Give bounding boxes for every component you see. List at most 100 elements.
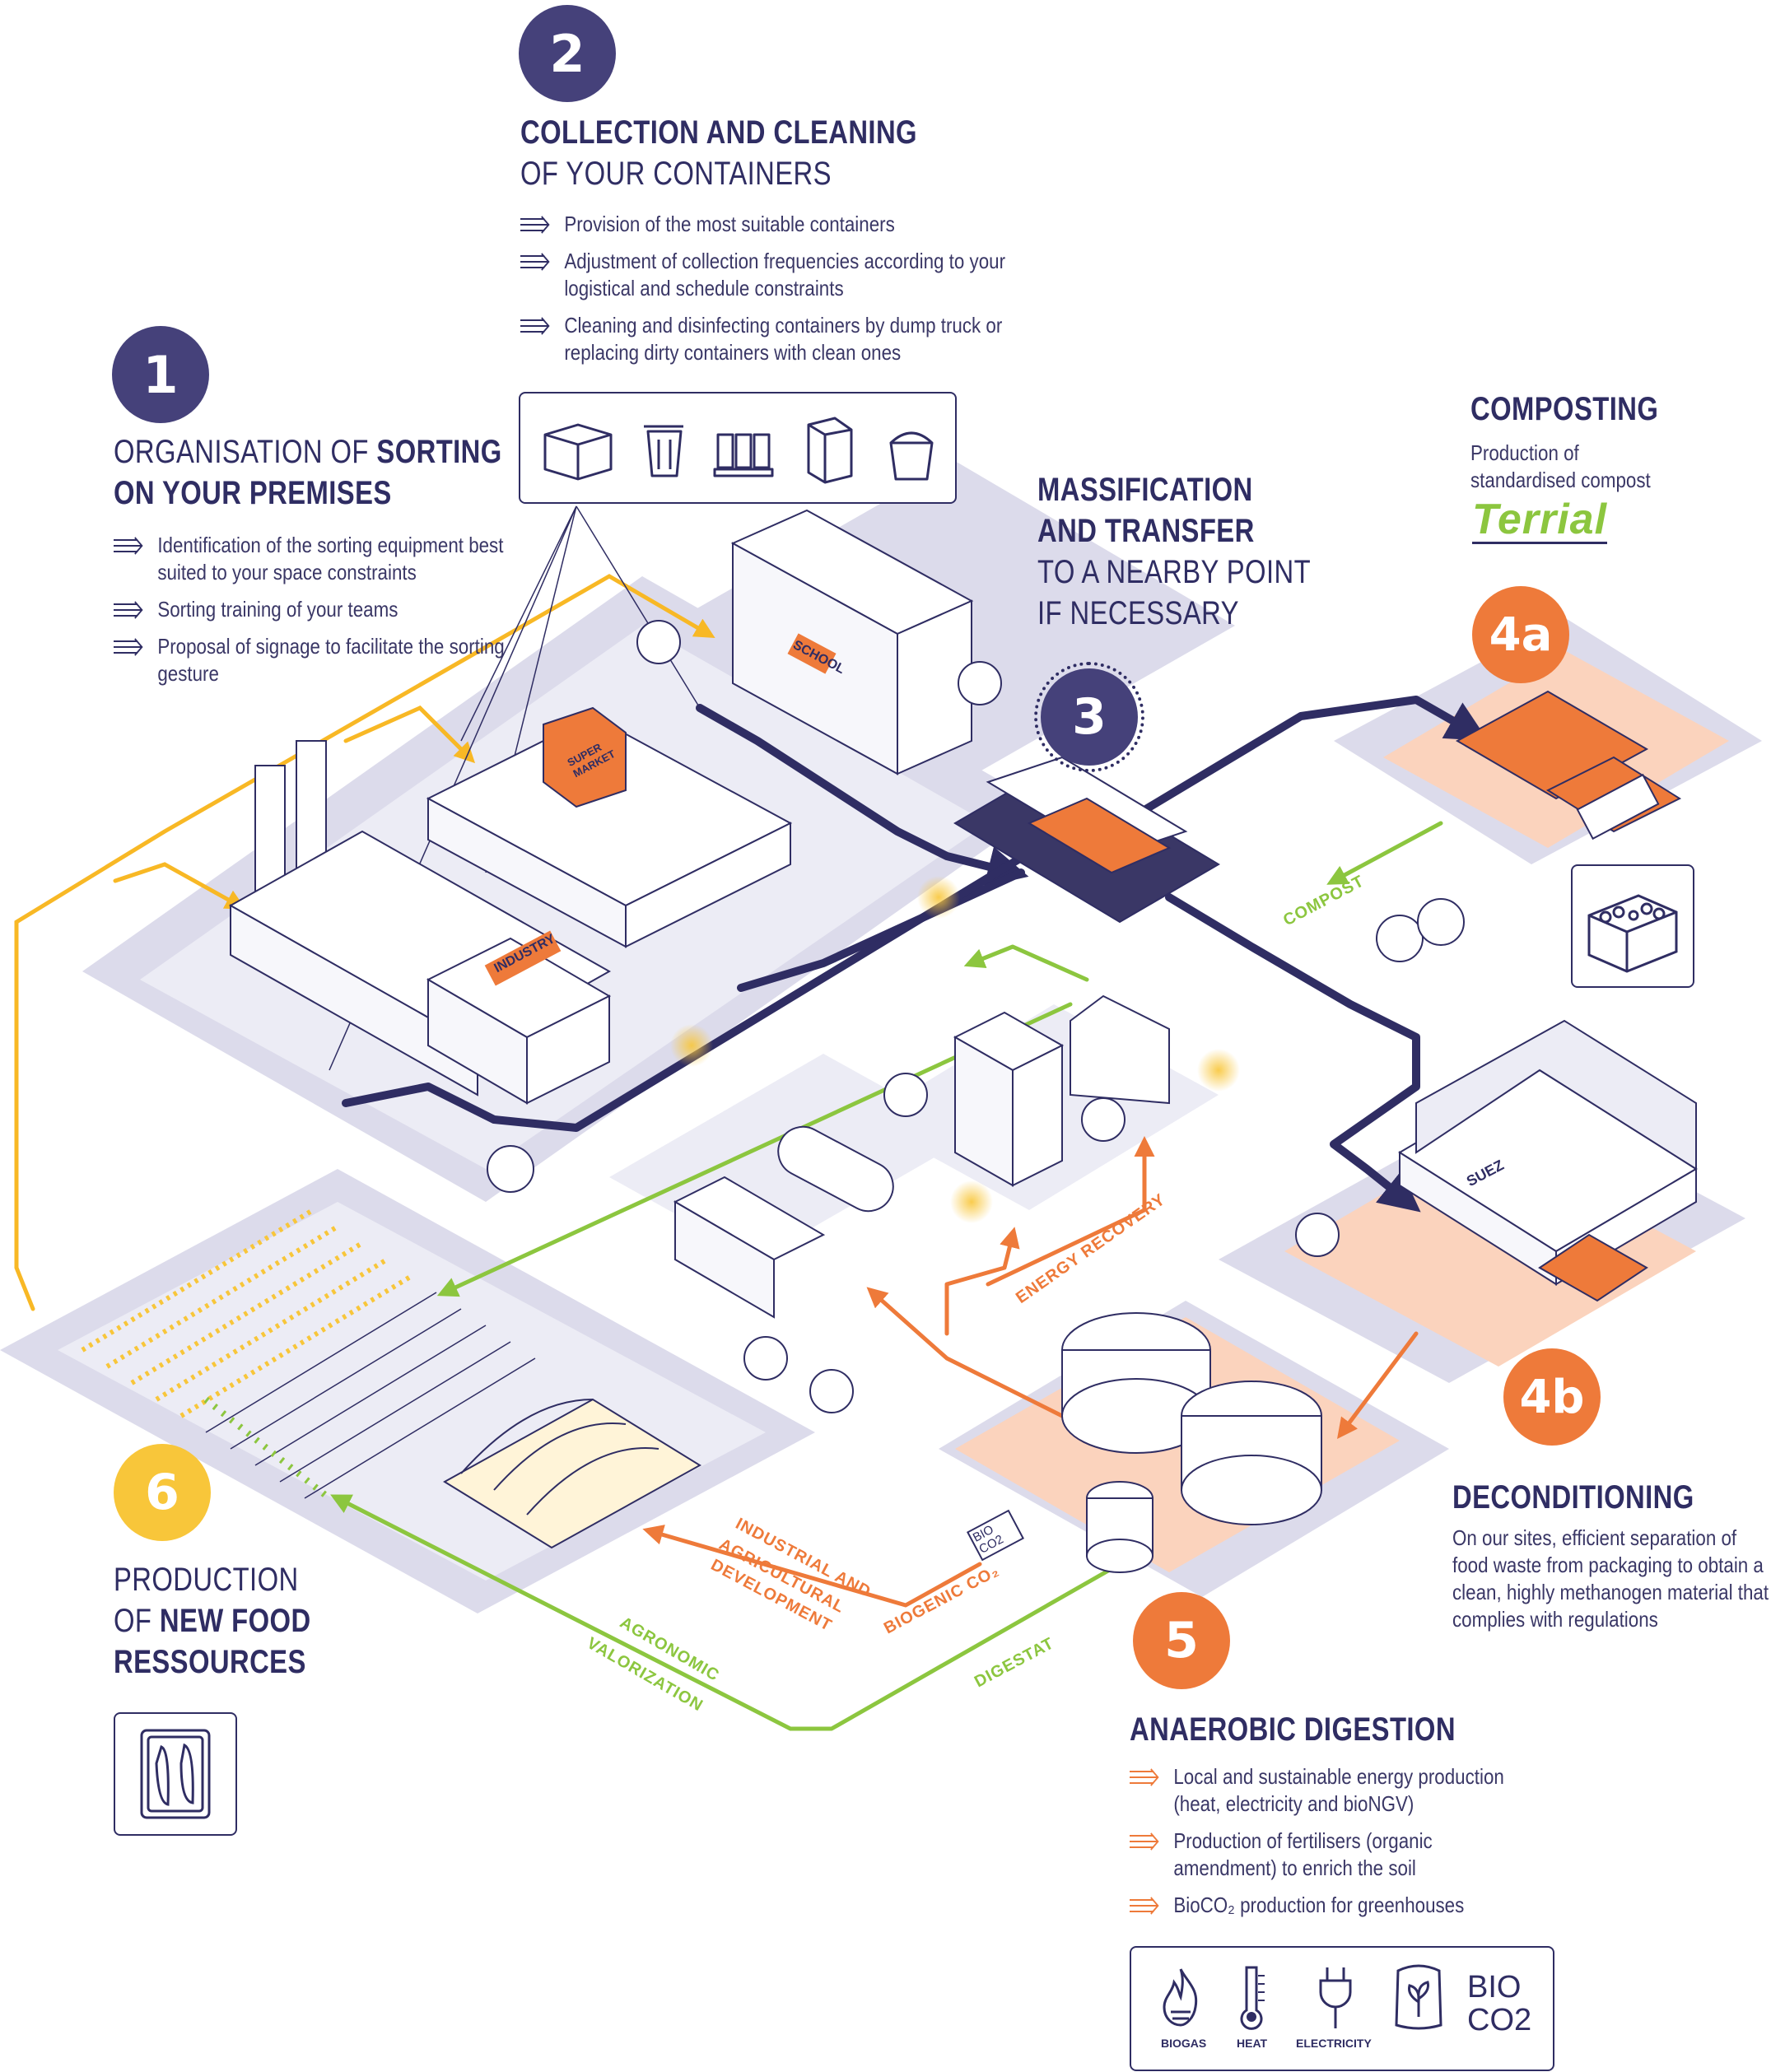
step-4a-title-bold: COMPOSTING	[1470, 391, 1659, 427]
step-2-title: COLLECTION AND CLEANING	[520, 112, 917, 153]
step-1-bullets: Identification of the sorting equipment …	[114, 532, 575, 697]
step-3-title-line2: AND TRANSFER	[1037, 510, 1255, 552]
step-1-bullet-text: Sorting training of your teams	[157, 597, 398, 622]
step-2-bullet: Adjustment of collection frequencies acc…	[520, 248, 1044, 302]
compactor-bin-icon	[807, 417, 853, 484]
step-1-bullet: Identification of the sorting equipment …	[114, 532, 510, 586]
digester-tanks	[1061, 1312, 1322, 1573]
compost-bin-icon	[1587, 894, 1678, 973]
step-5-bullet: BioCO₂ production for greenhouses	[1130, 1892, 1526, 1919]
compost-box	[1571, 864, 1694, 988]
step-2-bullet: Cleaning and disinfecting containers by …	[520, 312, 1044, 366]
triple-arrow-icon	[1130, 1832, 1159, 1851]
orange-route	[642, 1136, 1419, 1608]
step-1-bullet-text: Identification of the sorting equipment …	[157, 533, 504, 584]
transfer-station	[953, 756, 1220, 924]
step-1-title: ORGANISATION OF SORTING	[114, 431, 502, 473]
legend-label-biogas: BIOGAS	[1161, 2037, 1207, 2050]
container-icons	[543, 417, 934, 484]
step-4b-title-bold: DECONDITIONING	[1452, 1479, 1694, 1516]
step-3-title-line4: IF NECESSARY	[1037, 593, 1239, 634]
legend-label-electricity: ELECTRICITY	[1296, 2037, 1372, 2050]
supermarket-building	[426, 706, 793, 948]
step-2-title-light: OF YOUR CONTAINERS	[520, 156, 832, 192]
step-3-title-light-2: IF NECESSARY	[1037, 595, 1239, 631]
step-1-bullet: Sorting training of your teams	[114, 596, 510, 623]
trees	[487, 620, 1465, 1413]
step-6-title-line2: OF NEW FOOD	[114, 1600, 311, 1641]
school-building	[730, 509, 974, 775]
step-6-title-bold-2: RESSOURCES	[114, 1644, 306, 1680]
step-5-bullet-text: Local and sustainable energy production …	[1173, 1764, 1504, 1816]
step-2-bullets: Provision of the most suitable container…	[520, 211, 1130, 376]
step-6-title-line1: PRODUCTION	[114, 1559, 299, 1600]
thermometer-icon	[1240, 1966, 1265, 2030]
step-1-title-line2: ON YOUR PREMISES	[114, 473, 392, 514]
step-5-title: ANAEROBIC DIGESTION	[1130, 1709, 1456, 1750]
legend-label-bioco2: BIO CO2	[1467, 1970, 1532, 2037]
step-6-title-line3: RESSOURCES	[114, 1641, 306, 1683]
drum-pallet-icon	[713, 433, 774, 477]
wheelie-bin-icon	[644, 425, 683, 477]
step-4b-description: On our sites, efficient separation of fo…	[1452, 1525, 1769, 1632]
containers-box	[519, 392, 957, 504]
step-4b-badge: 4b	[1503, 1348, 1601, 1446]
step-3-title-line3: TO A NEARBY POINT	[1037, 552, 1311, 593]
flame-icon	[1163, 1968, 1198, 2027]
triple-arrow-icon	[114, 638, 143, 656]
step-2-bullet: Provision of the most suitable container…	[520, 211, 1044, 238]
step-5-bullet-text: Production of fertilisers (organic amend…	[1173, 1828, 1433, 1880]
step-2-bullet-text: Provision of the most suitable container…	[564, 212, 895, 236]
fuel-station	[673, 1125, 894, 1319]
step-2-bullet-text: Cleaning and disinfecting containers by …	[564, 313, 1003, 365]
triple-arrow-icon	[114, 601, 143, 619]
step-1-title-bold-1: SORTING	[376, 434, 502, 470]
step-5-bullet: Production of fertilisers (organic amend…	[1130, 1828, 1526, 1882]
step-4b-title: DECONDITIONING	[1452, 1477, 1694, 1518]
plug-icon	[1319, 1967, 1352, 2028]
bucket-icon	[889, 431, 934, 481]
energy-legend-box: BIOGAS HEAT ELECTRICITY BIO CO2	[1130, 1946, 1554, 2071]
fertiliser-bag-icon	[1395, 1964, 1442, 2030]
triple-arrow-icon	[1130, 1768, 1159, 1786]
step-2-title-bold: COLLECTION AND CLEANING	[520, 114, 917, 151]
step-4a-badge: 4a	[1472, 586, 1569, 683]
terrial-logo: Terrial	[1472, 496, 1608, 544]
step-4a-title: COMPOSTING	[1470, 389, 1658, 430]
triple-arrow-icon	[520, 253, 550, 271]
deconditioning-facility	[1398, 1019, 1698, 1302]
step-2-title-line2: OF YOUR CONTAINERS	[520, 153, 832, 194]
street-lights	[670, 876, 1240, 1223]
step-5-bullet: Local and sustainable energy production …	[1130, 1763, 1526, 1818]
vegetable-tray-icon	[140, 1729, 211, 1819]
step-3-title-bold-1: MASSIFICATION	[1037, 472, 1253, 508]
composting-platform	[1455, 690, 1682, 840]
step-5-title-bold: ANAEROBIC DIGESTION	[1130, 1711, 1456, 1748]
legend-label-heat: HEAT	[1237, 2037, 1268, 2050]
step-5-bullet-text: BioCO₂ production for greenhouses	[1173, 1893, 1465, 1917]
pallet-box-icon	[543, 423, 613, 481]
step-6-title-light: PRODUCTION	[114, 1562, 299, 1598]
triple-arrow-icon	[520, 317, 550, 335]
step-1-bullet-text: Proposal of signage to facilitate the so…	[157, 634, 505, 686]
step-1-bullet: Proposal of signage to facilitate the so…	[114, 633, 510, 687]
step-1-badge: 1	[112, 326, 209, 423]
step-3-title-light-1: TO A NEARBY POINT	[1037, 554, 1312, 590]
triple-arrow-icon	[1130, 1897, 1159, 1915]
apartment-building	[953, 994, 1170, 1187]
greenhouses	[443, 1398, 701, 1549]
step-4a-subtitle: Production of standardised compost	[1470, 440, 1651, 492]
step-5-badge: 5	[1133, 1592, 1230, 1689]
food-tray-box	[114, 1712, 237, 1836]
triple-arrow-icon	[114, 537, 143, 555]
step-3-badge: 3	[1034, 662, 1144, 772]
step-3-title-line1: MASSIFICATION	[1037, 469, 1253, 510]
step-6-badge: 6	[114, 1444, 211, 1541]
step-5-bullets: Local and sustainable energy production …	[1130, 1763, 1591, 1929]
step-1-title-light: ORGANISATION OF	[114, 434, 369, 470]
step-6-title-bold-1: NEW FOOD	[159, 1603, 311, 1639]
industry-building	[228, 740, 612, 1105]
triple-arrow-icon	[520, 216, 550, 234]
step-2-badge: 2	[519, 5, 616, 102]
